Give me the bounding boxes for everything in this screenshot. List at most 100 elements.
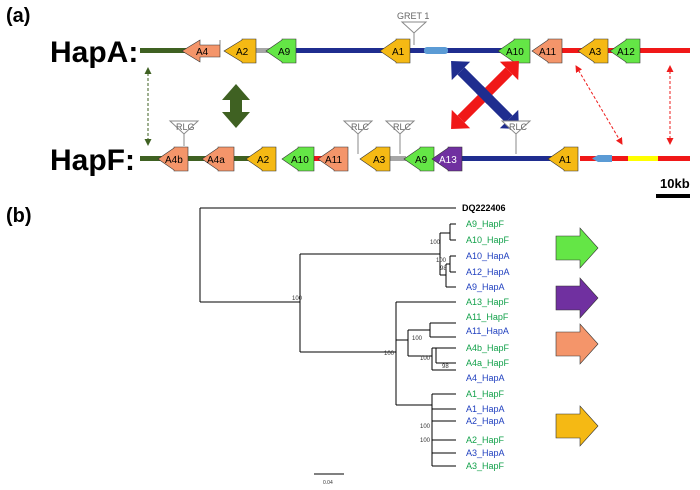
gene-label: A4b xyxy=(165,155,183,166)
bootstrap-value: 98 xyxy=(440,266,447,272)
te-triangle-icon xyxy=(400,21,428,34)
gene-arrow xyxy=(431,146,463,172)
gene-arrow xyxy=(181,39,221,63)
gene-label: A2 xyxy=(236,47,249,58)
gene-arrow xyxy=(157,146,189,172)
rearrangement-icon xyxy=(451,61,519,129)
te-marker-rlc-1: RLC xyxy=(342,120,374,154)
gene-arrow xyxy=(359,146,391,172)
hapA-gene-A12: A12 xyxy=(609,38,641,64)
hapF-gene-A9: A9 xyxy=(403,146,435,172)
group-arrow-orange-icon xyxy=(555,323,599,365)
te-triangle-icon xyxy=(342,120,374,135)
hapA-gene-A4: A4 xyxy=(181,39,221,63)
gene-label: A2 xyxy=(257,155,270,166)
gene-label: A9 xyxy=(415,155,428,166)
hapA-gene-A2: A2 xyxy=(223,38,257,64)
gene-label: A13 xyxy=(439,155,457,166)
bootstrap-value: 100 xyxy=(420,356,431,362)
gene-arrow xyxy=(577,38,609,64)
te-triangle-icon xyxy=(384,120,416,135)
gene-label: A4a xyxy=(207,155,225,166)
gene-label: A3 xyxy=(373,155,386,166)
tree-leaf: A10_HapF xyxy=(466,235,510,245)
tree-outgroup-label: DQ222406 xyxy=(462,203,506,213)
gene-label: A11 xyxy=(325,155,342,166)
tree-leaf: A13_HapF xyxy=(466,297,510,307)
scale-bar-10kb: 10kb xyxy=(656,176,690,198)
hapF-seg-green xyxy=(140,156,250,161)
te-label: GRET 1 xyxy=(397,11,429,21)
hapA-label: HapA: xyxy=(50,36,138,69)
gene-arrow xyxy=(379,38,411,64)
gene-arrow xyxy=(245,146,277,172)
tree-leaves: A9_HapF A10_HapF A10_HapA A12_HapA A9_Ha… xyxy=(466,219,510,471)
gene-label: A1 xyxy=(392,47,405,58)
te-label: RLC xyxy=(393,122,412,132)
double-arrow-icon xyxy=(222,84,250,128)
tree-leaf: A12_HapA xyxy=(466,267,510,277)
hapF-gene-A13: A13 xyxy=(431,146,463,172)
bootstrap-value: 100 xyxy=(436,258,447,264)
te-label: RLC xyxy=(509,122,528,132)
tree-leaf: A2_HapA xyxy=(466,416,505,426)
hapF-ltr-box xyxy=(592,155,612,162)
scale-label: 10kb xyxy=(660,176,690,191)
gene-arrow xyxy=(403,146,435,172)
te-label: RLG xyxy=(176,122,195,132)
gene-label: A10 xyxy=(506,47,524,58)
hapF-label: HapF: xyxy=(50,144,135,177)
tree-leaf: A9_HapF xyxy=(466,219,505,229)
gene-label: A11 xyxy=(539,47,556,58)
tree-scale-label: 0.04 xyxy=(323,480,333,486)
gene-label: A10 xyxy=(291,155,309,166)
gene-label: A12 xyxy=(617,47,635,58)
bootstrap-value: 100 xyxy=(384,351,395,357)
gene-label: A3 xyxy=(589,47,602,58)
te-marker-rlc-2: RLC xyxy=(384,120,416,154)
hapA-gene-A9: A9 xyxy=(265,38,297,64)
gene-arrow xyxy=(223,38,257,64)
tree-leaf: A3_HapA xyxy=(466,448,505,458)
te-triangle-icon xyxy=(500,120,532,135)
tree-leaf: A11_HapA xyxy=(466,326,509,336)
hapF-gene-A11: A11 xyxy=(317,146,349,172)
tree-leaf: A10_HapA xyxy=(466,251,510,261)
hapF-seg-grey xyxy=(388,156,406,161)
gene-arrow xyxy=(531,38,563,64)
tree-leaf: A4b_HapF xyxy=(466,343,510,353)
gene-arrow xyxy=(547,146,579,172)
gene-label: A1 xyxy=(559,155,572,166)
hapF-seg-navy xyxy=(460,156,560,161)
panel-a-label: (a) xyxy=(6,5,30,27)
hapA-gene-A11: A11 xyxy=(531,38,563,64)
te-marker-rlg: RLG xyxy=(168,120,200,146)
connector-red-dashed-diag xyxy=(575,65,623,145)
hapF-gene-A2: A2 xyxy=(245,146,277,172)
bootstrap-value: 100 xyxy=(412,336,423,342)
group-arrow-yellow-icon xyxy=(555,405,599,447)
bootstrap-value: 100 xyxy=(430,240,441,246)
bootstrap-value: 100 xyxy=(420,424,431,430)
hapF-gene-A4a: A4a xyxy=(201,146,235,172)
te-marker-gret1: GRET 1 xyxy=(397,11,429,45)
tree-leaf: A11_HapF xyxy=(466,312,509,322)
panel-b-label: (b) xyxy=(6,205,32,227)
tree-leaf: A9_HapA xyxy=(466,282,505,292)
tree-leaf: A3_HapF xyxy=(466,461,505,471)
gene-label: A9 xyxy=(278,47,291,58)
group-arrow-green-icon xyxy=(555,227,599,269)
bootstrap-value: 100 xyxy=(420,438,431,444)
hapF-gene-A10: A10 xyxy=(281,146,315,172)
gene-arrow xyxy=(317,146,349,172)
hapA-seg-green xyxy=(140,48,210,53)
te-marker-rlc-3: RLC xyxy=(500,120,532,154)
tree-leaf: A4a_HapF xyxy=(466,358,510,368)
tree-leaf: A2_HapF xyxy=(466,435,505,445)
gene-arrow xyxy=(265,38,297,64)
te-triangle-icon xyxy=(168,120,200,135)
te-label: RLC xyxy=(351,122,370,132)
hapF-gene-A3: A3 xyxy=(359,146,391,172)
hapA-gene-A10: A10 xyxy=(497,38,531,64)
